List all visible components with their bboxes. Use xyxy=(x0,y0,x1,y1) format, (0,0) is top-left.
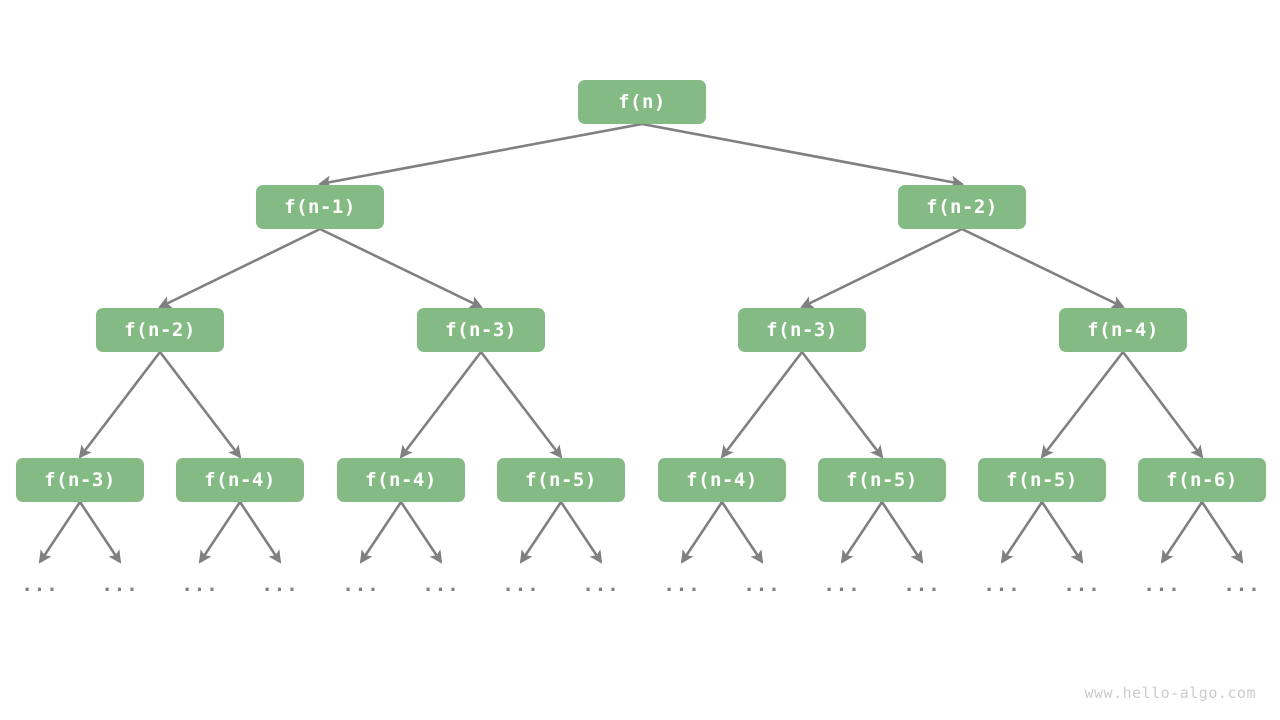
tree-node: f(n-4) xyxy=(658,458,786,502)
leaf-stub-edge xyxy=(559,501,603,564)
tree-node: f(n-3) xyxy=(16,458,144,502)
leaf-stub-edge xyxy=(880,501,924,564)
ellipsis-marker: ... xyxy=(743,574,781,596)
tree-node: f(n-4) xyxy=(176,458,304,502)
ellipsis-marker: ... xyxy=(342,574,380,596)
ellipsis-marker: ... xyxy=(1063,574,1101,596)
tree-node: f(n-3) xyxy=(417,308,545,352)
tree-edge xyxy=(1040,351,1125,459)
tree-edges xyxy=(78,122,1204,459)
tree-edge xyxy=(319,227,483,309)
tree-edge xyxy=(479,351,563,459)
ellipsis-marker: ... xyxy=(21,574,59,596)
ellipsis-marker: ... xyxy=(101,574,139,596)
tree-node: f(n-4) xyxy=(1059,308,1187,352)
tree-node: f(n-6) xyxy=(1138,458,1266,502)
leaf-stub-edge xyxy=(399,501,443,564)
ellipsis-marker: ... xyxy=(502,574,540,596)
leaf-stub-edge xyxy=(1160,501,1204,564)
ellipsis-marker: ... xyxy=(983,574,1021,596)
ellipsis-marker: ... xyxy=(663,574,701,596)
ellipsis-marker: ... xyxy=(422,574,460,596)
tree-edge xyxy=(1121,351,1204,459)
ellipsis-marker: ... xyxy=(181,574,219,596)
leaf-stub-edge xyxy=(840,501,884,564)
ellipsis-marker: ... xyxy=(1143,574,1181,596)
leaf-stub-edge xyxy=(198,501,242,564)
tree-edge xyxy=(158,351,242,459)
tree-node: f(n-3) xyxy=(738,308,866,352)
tree-edge xyxy=(158,227,321,309)
tree-node: f(n-1) xyxy=(256,185,384,229)
tree-edge xyxy=(399,351,483,459)
ellipsis-marker: ... xyxy=(823,574,861,596)
tree-edge xyxy=(800,227,963,309)
tree-node: f(n) xyxy=(578,80,706,124)
leaf-stub-edge xyxy=(238,501,282,564)
leaf-stub-edge xyxy=(1040,501,1084,564)
tree-edge xyxy=(961,227,1125,309)
tree-edge xyxy=(720,351,804,459)
leaf-stub-edge xyxy=(1000,501,1044,564)
tree-node: f(n-4) xyxy=(337,458,465,502)
tree-node: f(n-2) xyxy=(898,185,1026,229)
leaf-stub-edge xyxy=(680,501,724,564)
leaf-stub-edge xyxy=(720,501,764,564)
leaf-stub-edge xyxy=(1200,501,1244,564)
watermark: www.hello-algo.com xyxy=(1084,684,1256,702)
ellipsis-marker: ... xyxy=(1223,574,1261,596)
leaf-stub-edge xyxy=(38,501,82,564)
ellipsis-marker: ... xyxy=(261,574,299,596)
tree-edge xyxy=(641,122,965,189)
tree-node: f(n-5) xyxy=(978,458,1106,502)
ellipsis-marker: ... xyxy=(903,574,941,596)
leaf-stub-edge xyxy=(78,501,122,564)
tree-edge xyxy=(800,351,884,459)
tree-edge xyxy=(317,122,643,189)
tree-node: f(n-2) xyxy=(96,308,224,352)
ellipsis-marker: ... xyxy=(582,574,620,596)
leaf-stub-edges xyxy=(38,501,1244,564)
tree-node: f(n-5) xyxy=(497,458,625,502)
tree-node: f(n-5) xyxy=(818,458,946,502)
leaf-stub-edge xyxy=(519,501,563,564)
tree-edge xyxy=(78,351,162,459)
leaf-stub-edge xyxy=(359,501,403,564)
